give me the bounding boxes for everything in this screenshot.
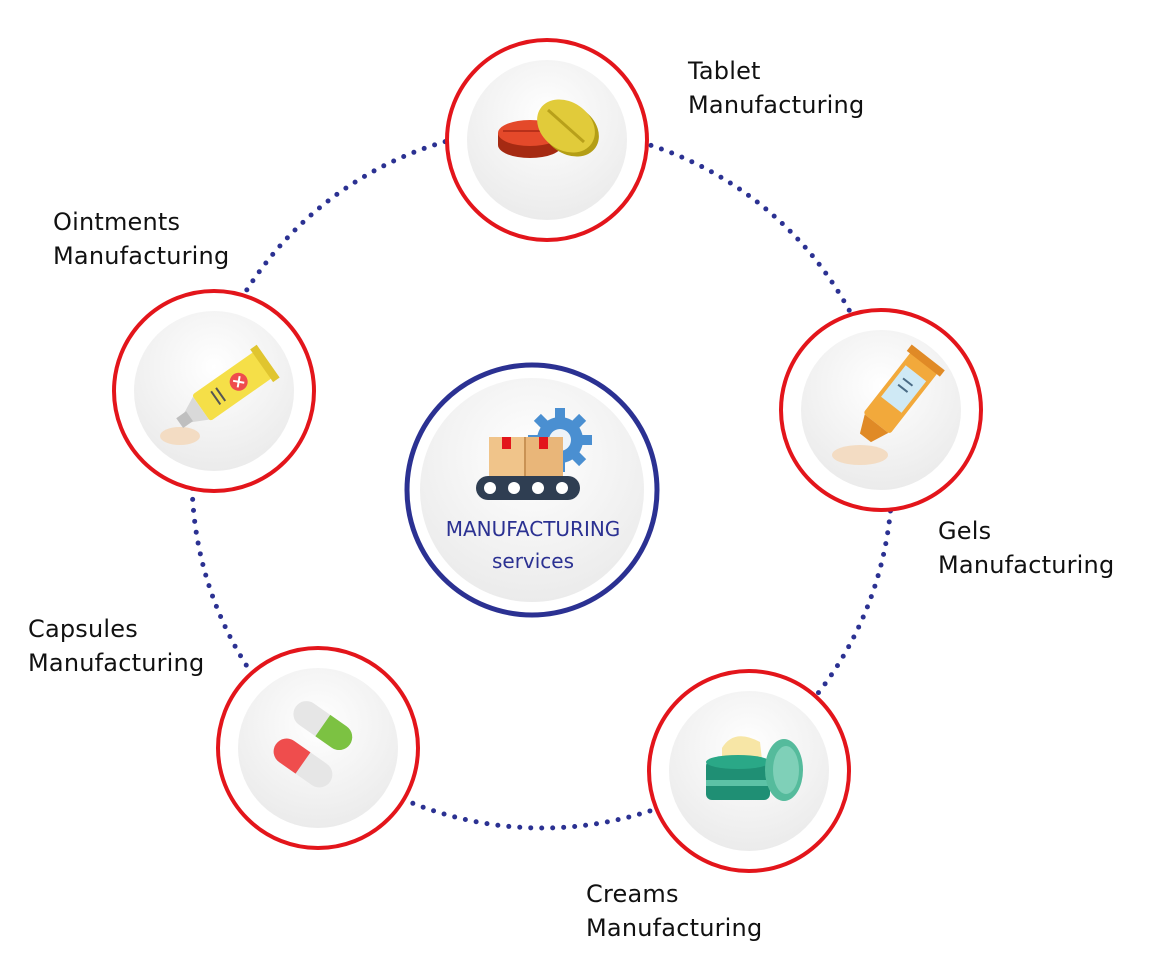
center-title: MANUFACTURING — [445, 517, 621, 541]
gel-tube-icon — [832, 344, 945, 465]
label-gels: Gels Manufacturing — [938, 517, 1115, 579]
label-tablet: Tablet Manufacturing — [688, 57, 865, 119]
conveyor-gear-icon — [476, 408, 592, 500]
center-subtitle: services — [491, 549, 575, 573]
label-creams: Creams Manufacturing — [586, 880, 763, 942]
ointment-tube-icon — [160, 344, 280, 445]
label-capsules: Capsules Manufacturing — [28, 615, 205, 677]
node-creams — [647, 669, 851, 873]
node-capsules — [216, 646, 420, 850]
tablet-icon — [498, 99, 599, 158]
node-ointments — [112, 289, 316, 493]
center-label: MANUFACTURING services — [410, 513, 656, 577]
node-tablet — [445, 38, 649, 242]
center-hub — [404, 362, 660, 618]
label-ointments: Ointments Manufacturing — [53, 208, 230, 270]
node-gels — [779, 308, 983, 512]
cream-jar-icon — [706, 736, 803, 801]
capsule-icon — [273, 701, 353, 788]
